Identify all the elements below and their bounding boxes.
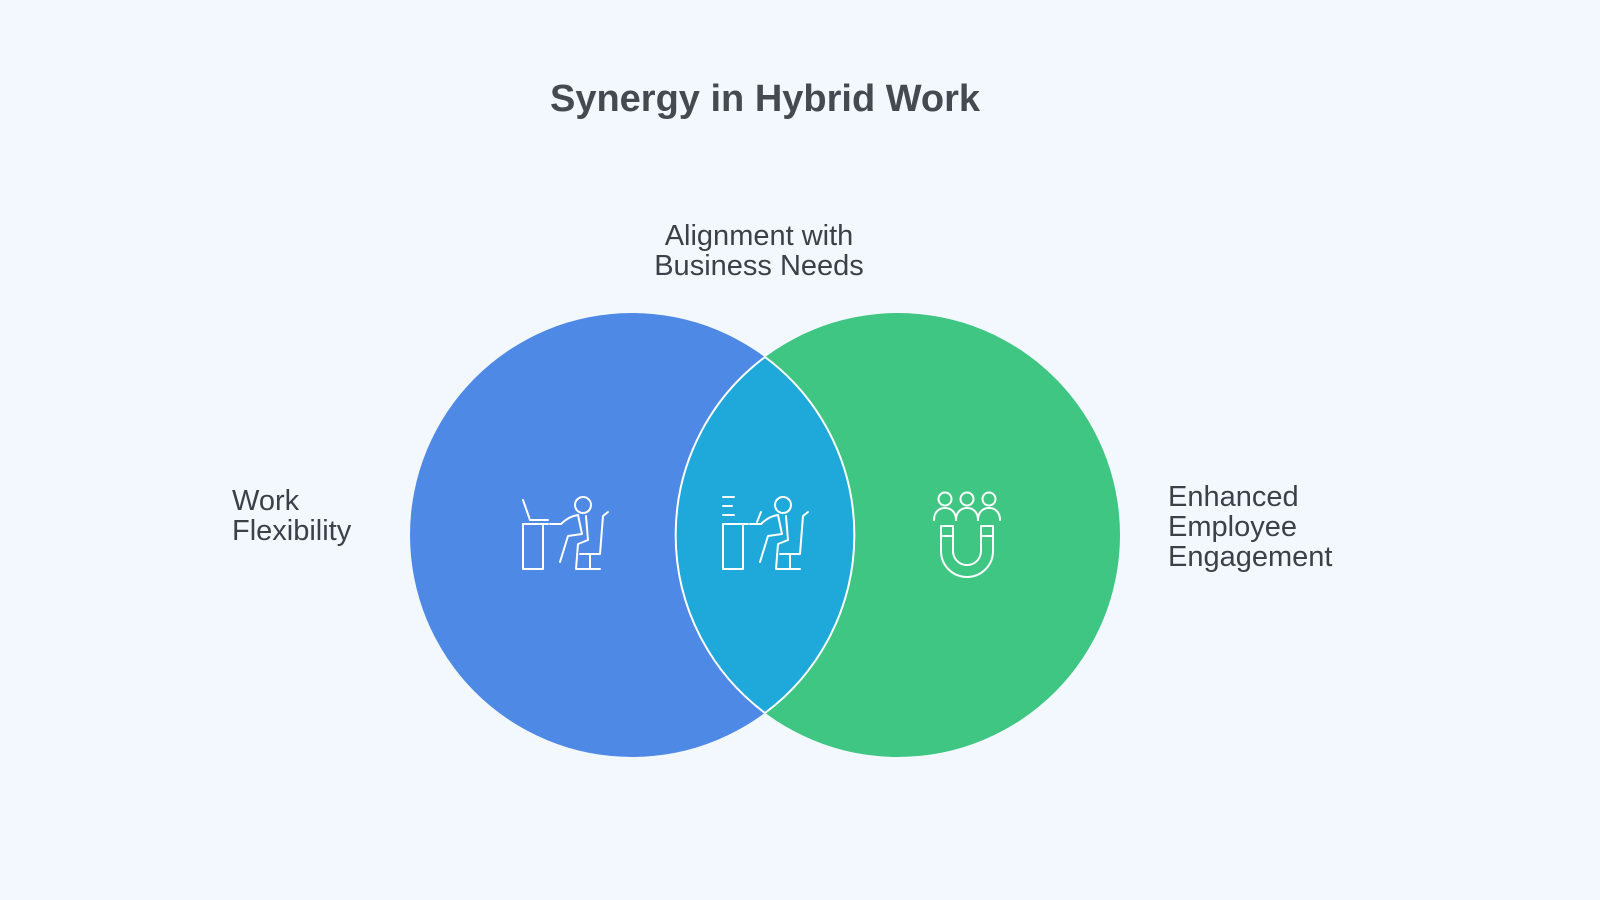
desk-worker-document-icon: [722, 496, 809, 570]
intersection-label-line-2: Business Needs: [654, 250, 864, 282]
work-flexibility-label-line-1: Work: [232, 485, 300, 517]
work-flexibility-label: Work Flexibility: [232, 486, 402, 546]
people-magnet-icon: [933, 491, 1001, 578]
diagram-title: Synergy in Hybrid Work: [549, 78, 981, 120]
employee-engagement-label-line-3: Engagement: [1168, 541, 1333, 573]
employee-engagement-label: Enhanced Employee Engagement: [1168, 482, 1408, 572]
intersection-region: [676, 313, 854, 757]
work-flexibility-label-line-2: Flexibility: [232, 515, 352, 547]
employee-engagement-label-line-2: Employee: [1168, 511, 1297, 543]
intersection-outline-right: [764, 356, 856, 714]
intersection-outline-left: [674, 356, 766, 714]
desk-worker-laptop-icon: [522, 496, 609, 570]
employee-engagement-label-line-1: Enhanced: [1168, 481, 1299, 513]
intersection-label: Alignment with Business Needs: [640, 221, 878, 281]
intersection-label-line-1: Alignment with: [664, 220, 854, 252]
